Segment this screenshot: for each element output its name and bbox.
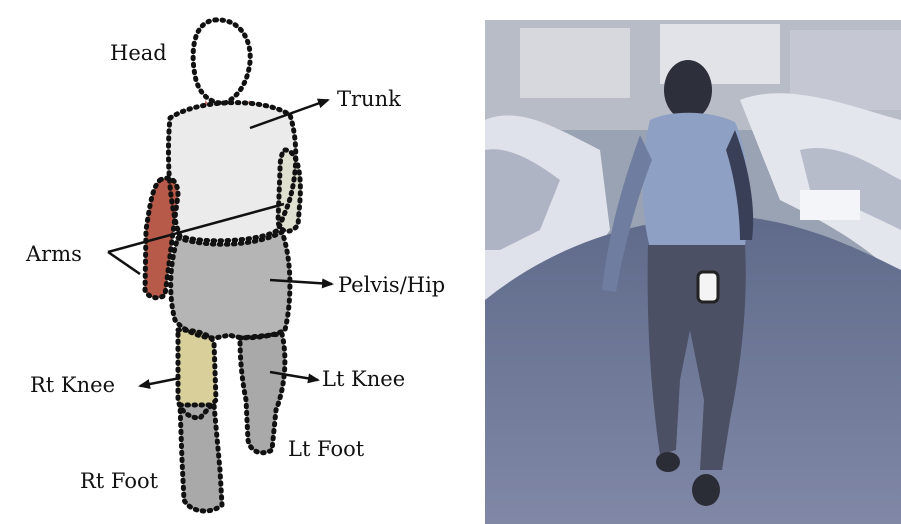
pelvis-hip-label: Pelvis/Hip [338, 273, 445, 297]
rt-knee-arrow [140, 378, 180, 386]
arms-label: Arms [25, 242, 82, 266]
walking-photo [485, 20, 901, 524]
pelvis-segment [171, 232, 290, 338]
arms-arrow-to-left-arm [108, 252, 140, 274]
body-diagram: Head Trunk Arms Pelvis/Hip Rt Knee Lt Kn… [25, 20, 445, 511]
trunk-label: Trunk [337, 87, 401, 111]
rt-foot-label: Rt Foot [80, 469, 159, 493]
lt-foot-label: Lt Foot [288, 437, 365, 461]
rt-knee-label: Rt Knee [30, 373, 115, 397]
lt-knee-label: Lt Knee [322, 367, 405, 391]
head-label: Head [110, 41, 167, 65]
